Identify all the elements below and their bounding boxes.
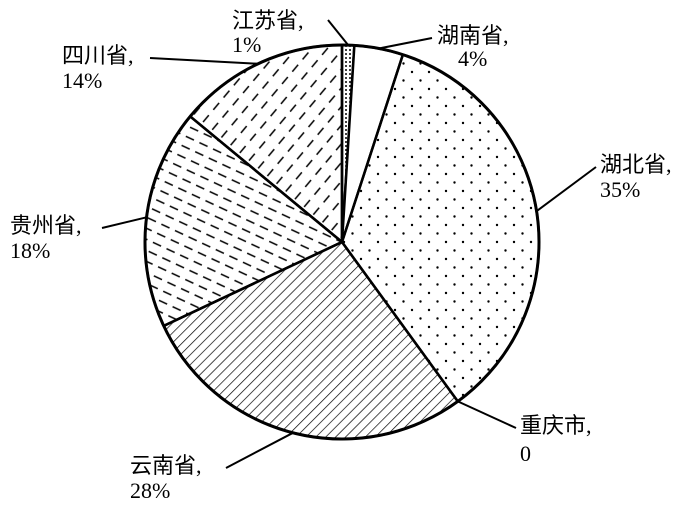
- leader-line-yunnan: [225, 431, 294, 469]
- slice-value-jiangsu: 1%: [232, 32, 261, 57]
- leader-line-chongqing: [457, 400, 517, 429]
- label-hubei: 湖北省, 35%: [600, 152, 672, 202]
- slice-label-jiangsu: 江苏省,: [232, 8, 304, 33]
- slice-value-yunnan: 28%: [130, 478, 170, 503]
- leader-line-jiangsu: [327, 19, 349, 46]
- label-sichuan: 四川省, 14%: [62, 43, 134, 93]
- leader-line-hubei: [535, 166, 597, 212]
- slice-value-sichuan: 14%: [62, 68, 102, 93]
- slice-label-yunnan: 云南省,: [130, 453, 202, 478]
- slice-value-guizhou: 18%: [10, 238, 50, 263]
- slice-value-chongqing: 0: [520, 441, 531, 466]
- leader-line-guizhou: [101, 216, 147, 229]
- slice-label-hunan: 湖南省,: [437, 23, 509, 48]
- label-chongqing: 重庆市, 0: [520, 413, 592, 466]
- label-hunan: 湖南省, 4%: [437, 23, 509, 71]
- slice-label-sichuan: 四川省,: [62, 43, 134, 68]
- slice-label-hubei: 湖北省,: [600, 152, 672, 177]
- label-guizhou: 贵州省, 18%: [10, 213, 82, 263]
- leader-line-hunan: [378, 37, 433, 50]
- slice-value-hubei: 35%: [600, 177, 640, 202]
- slice-label-chongqing: 重庆市,: [520, 413, 592, 438]
- label-yunnan: 云南省, 28%: [130, 453, 202, 503]
- slice-value-hunan: 4%: [458, 46, 487, 71]
- leader-lines: [101, 19, 597, 469]
- label-jiangsu: 江苏省, 1%: [232, 8, 304, 57]
- slice-label-guizhou: 贵州省,: [10, 213, 82, 238]
- leader-line-sichuan: [149, 57, 259, 65]
- pie-outline: [143, 43, 541, 441]
- pie-slices: [143, 43, 541, 441]
